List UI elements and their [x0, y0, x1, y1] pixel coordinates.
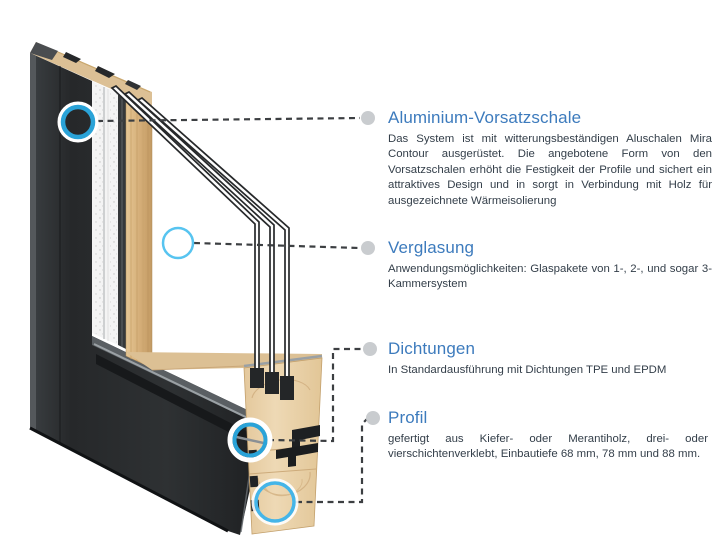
leader-lines	[96, 116, 368, 504]
callout-profil-body: gefertigt aus Kiefer- oder Merantiholz, …	[388, 433, 708, 461]
hardware-bracket	[276, 425, 320, 467]
leader-line-verglasung	[193, 241, 361, 250]
callout-verglasung-body: Anwendungsmöglichkeiten: Glaspakete von …	[388, 263, 712, 291]
callout-profil-title: Profil	[388, 408, 428, 427]
marker-circles	[57, 101, 299, 526]
marker-profil-circle	[251, 478, 299, 526]
callout-verglasung: Verglasung Anwendungsmöglichkeiten: Glas…	[388, 237, 712, 293]
callout-dichtungen-body: In Standardausführung mit Dichtungen TPE…	[388, 364, 667, 376]
bullet-verglasung	[361, 241, 375, 255]
callout-verglasung-title: Verglasung	[388, 238, 475, 257]
marker-verglasung-circle	[161, 226, 195, 260]
bullet-aluminium	[361, 111, 375, 125]
marker-aluminium-circle	[57, 101, 99, 143]
glazing-strip	[92, 81, 126, 349]
callout-aluminium-title: Aluminium-Vorsatzschale	[388, 108, 582, 127]
leader-line-profil	[296, 418, 368, 504]
leader-line-dichtungen	[267, 347, 362, 443]
callout-aluminium-body: Das System ist mit witterungsbeständigen…	[388, 133, 712, 207]
wood-jamb	[125, 95, 153, 369]
callout-profil: Profil gefertigt aus Kiefer- oder Merant…	[388, 407, 708, 463]
leader-line-aluminium	[96, 116, 361, 123]
glazing-blocks	[250, 368, 294, 400]
bullet-dichtungen	[363, 342, 377, 356]
callout-dichtungen-title: Dichtungen	[388, 339, 476, 358]
callout-aluminium: Aluminium-Vorsatzschale Das System ist m…	[388, 107, 712, 209]
seal-detail	[231, 434, 269, 446]
callout-bullets	[361, 111, 380, 425]
callout-dichtungen: Dichtungen In Standardausführung mit Dic…	[388, 338, 712, 378]
bullet-profil	[366, 411, 380, 425]
marker-dichtungen-circle	[227, 417, 273, 463]
